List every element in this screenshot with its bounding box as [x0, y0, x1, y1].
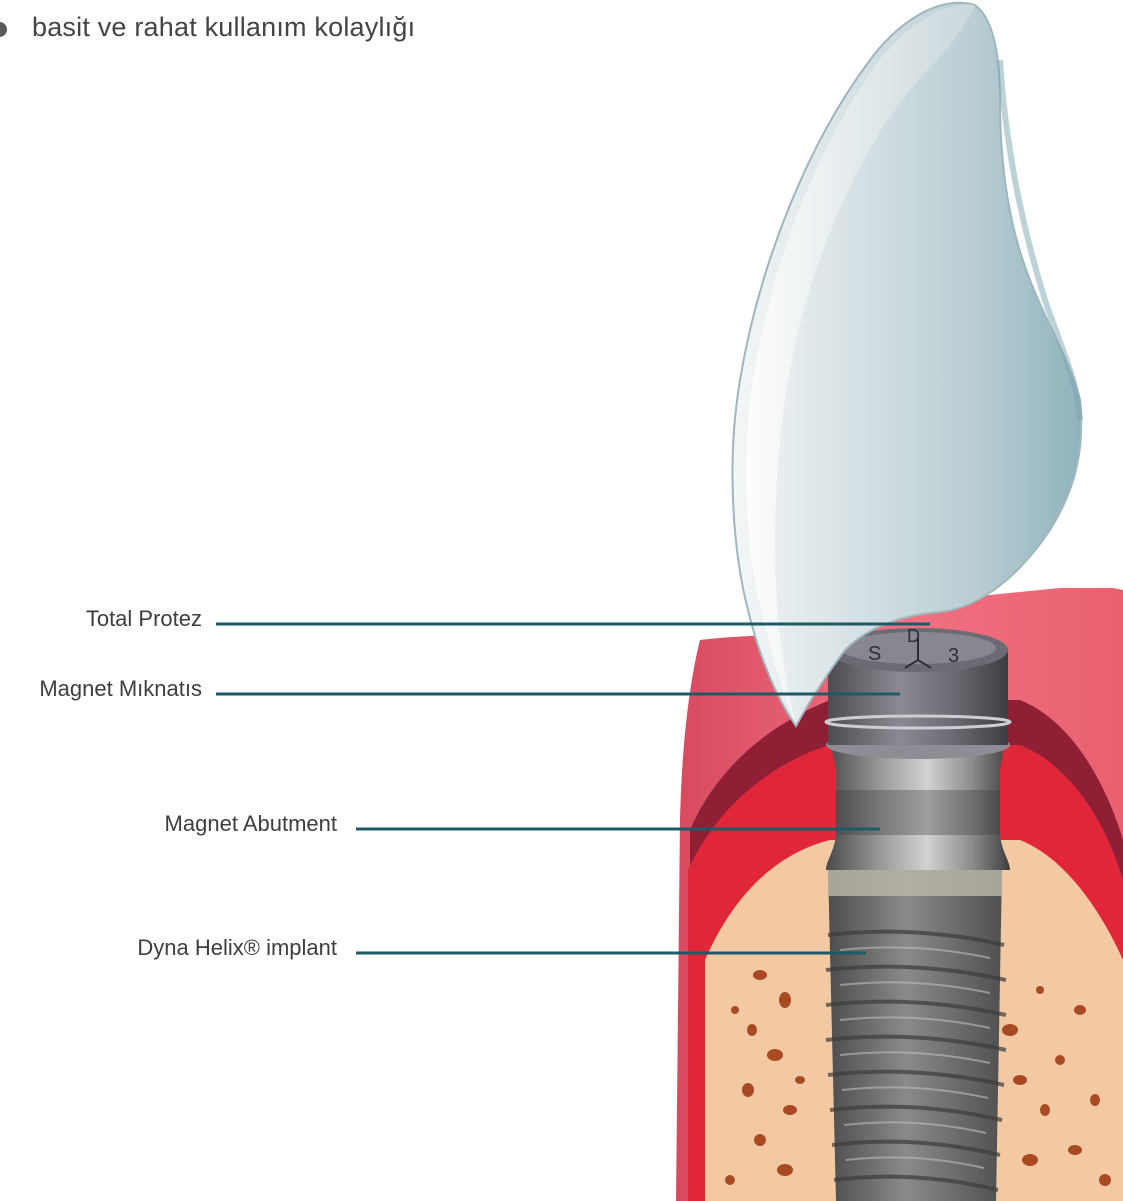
magnet-mark-3: 3	[948, 645, 959, 667]
callout-total-protez: Total Protez	[86, 606, 202, 632]
callout-magnet-abutment: Magnet Abutment	[165, 811, 337, 837]
callout-magnet-miknatis: Magnet Mıknatıs	[39, 676, 202, 702]
callout-dyna-helix-implant: Dyna Helix® implant	[137, 935, 337, 961]
implant-body	[826, 868, 1006, 1201]
magnet-mark-s: S	[868, 643, 881, 665]
